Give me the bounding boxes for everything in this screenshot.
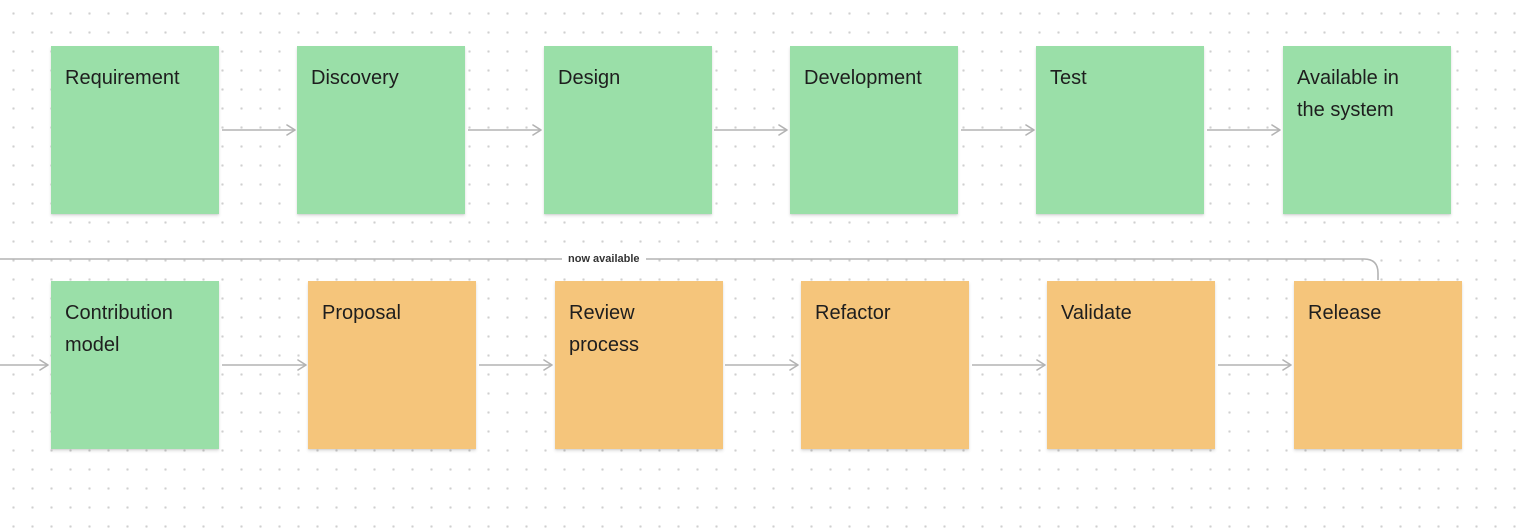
- sticky-proposal[interactable]: Proposal: [308, 281, 476, 449]
- sticky-test[interactable]: Test: [1036, 46, 1204, 214]
- sticky-text: Review process: [569, 302, 640, 356]
- sticky-text: Validate: [1061, 302, 1132, 324]
- sticky-text: Proposal: [322, 302, 401, 324]
- sticky-text: Refactor: [815, 302, 891, 324]
- connector-label[interactable]: now available: [562, 251, 646, 267]
- sticky-text: Discovery: [311, 67, 399, 89]
- sticky-text: Available in the system: [1297, 67, 1399, 121]
- sticky-text: Test: [1050, 67, 1087, 89]
- sticky-review-process[interactable]: Review process: [555, 281, 723, 449]
- sticky-text: Requirement: [65, 67, 180, 89]
- sticky-development[interactable]: Development: [790, 46, 958, 214]
- sticky-text: Release: [1308, 302, 1382, 324]
- sticky-text: Development: [804, 67, 922, 89]
- sticky-text: Contribution model: [65, 302, 173, 356]
- sticky-discovery[interactable]: Discovery: [297, 46, 465, 214]
- sticky-contribution-model[interactable]: Contribution model: [51, 281, 219, 449]
- sticky-design[interactable]: Design: [544, 46, 712, 214]
- sticky-available-in-the-system[interactable]: Available in the system: [1283, 46, 1451, 214]
- sticky-requirement[interactable]: Requirement: [51, 46, 219, 214]
- sticky-release[interactable]: Release: [1294, 281, 1462, 449]
- connector-release-loop[interactable]: [0, 258, 1379, 280]
- sticky-text: Design: [558, 67, 621, 89]
- sticky-validate[interactable]: Validate: [1047, 281, 1215, 449]
- sticky-refactor[interactable]: Refactor: [801, 281, 969, 449]
